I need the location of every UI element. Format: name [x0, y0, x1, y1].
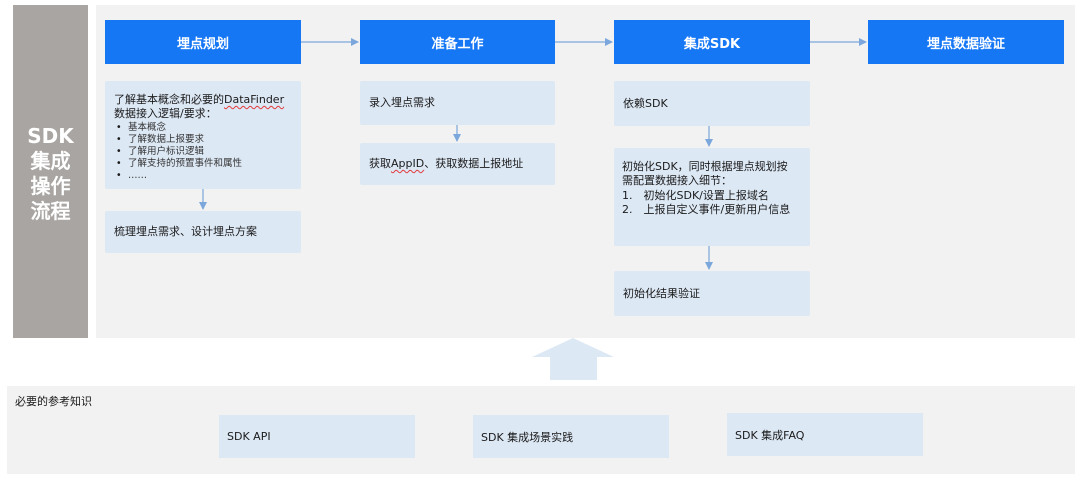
concepts-title-prefix: 了解基本概念和必要的	[114, 93, 224, 106]
list-item: 了解用户标识逻辑	[114, 146, 295, 158]
get-appid-text: 获取AppID、获取数据上报地址	[369, 157, 523, 171]
ref-card-scenarios: SDK 集成场景实践	[473, 415, 669, 458]
design-text: 梳理埋点需求、设计埋点方案	[114, 225, 257, 238]
get-appid-suffix: 、获取数据上报地址	[424, 157, 524, 170]
list-item: ……	[114, 170, 295, 182]
get-appid-prefix: 获取	[369, 157, 391, 170]
stage-prep: 准备工作	[360, 20, 555, 64]
record-text: 录入埋点需求	[369, 96, 435, 109]
concepts-subtitle: 数据接入逻辑/要求：	[114, 107, 217, 120]
init-line-1: 初始化SDK，同时根据埋点规划按	[622, 160, 788, 173]
stage-title: 埋点规划	[176, 36, 229, 52]
init-line-2: 需配置数据接入细节：	[622, 174, 732, 187]
concepts-title: 了解基本概念和必要的DataFinder	[114, 93, 295, 107]
list-item: 1. 初始化SDK/设置上报域名	[622, 189, 769, 202]
ref-card-label: SDK API	[227, 430, 271, 443]
stage-planning: 埋点规划	[105, 20, 301, 64]
list-item: 2. 上报自定义事件/更新用户信息	[622, 203, 791, 216]
stage-title: 埋点数据验证	[926, 36, 1005, 52]
init-verify-card: 初始化结果验证	[614, 271, 810, 316]
stage-title: 集成SDK	[683, 36, 741, 52]
stage-integrate: 集成SDK	[614, 20, 810, 64]
get-appid-term: AppID	[391, 157, 425, 170]
concepts-title-term: DataFinder	[224, 93, 285, 106]
init-card: 初始化SDK，同时根据埋点规划按 需配置数据接入细节： 1. 初始化SDK/设置…	[614, 148, 810, 246]
depend-text: 依赖SDK	[623, 96, 668, 110]
side-label-line: SDK	[27, 124, 74, 148]
init-verify-text: 初始化结果验证	[623, 286, 700, 300]
concepts-card: 了解基本概念和必要的DataFinder 数据接入逻辑/要求： 基本概念 了解数…	[105, 81, 301, 189]
list-item: 基本概念	[114, 122, 295, 134]
reference-title: 必要的参考知识	[15, 395, 92, 408]
ref-card-sdk-api: SDK API	[219, 415, 415, 458]
side-label-line: 流程	[30, 199, 71, 223]
get-appid-card: 获取AppID、获取数据上报地址	[360, 143, 555, 185]
stage-verify: 埋点数据验证	[868, 20, 1064, 64]
record-card: 录入埋点需求	[360, 81, 555, 125]
ref-card-label: SDK 集成FAQ	[735, 428, 805, 442]
init-list: 1. 初始化SDK/设置上报域名 2. 上报自定义事件/更新用户信息	[622, 189, 804, 217]
stage-title: 准备工作	[431, 36, 484, 52]
depend-card: 依赖SDK	[614, 81, 810, 126]
ref-card-faq: SDK 集成FAQ	[727, 413, 923, 456]
side-label-line: 集成	[30, 149, 71, 173]
ref-card-label: SDK 集成场景实践	[481, 430, 574, 444]
list-item: 了解支持的预置事件和属性	[114, 158, 295, 170]
list-item: 了解数据上报要求	[114, 134, 295, 146]
design-card: 梳理埋点需求、设计埋点方案	[105, 211, 301, 253]
side-label-line: 操作	[30, 174, 71, 198]
concepts-list: 基本概念 了解数据上报要求 了解用户标识逻辑 了解支持的预置事件和属性 ……	[114, 122, 295, 182]
big-up-arrow	[532, 338, 614, 380]
side-label: SDK 集成 操作 流程	[13, 5, 88, 338]
